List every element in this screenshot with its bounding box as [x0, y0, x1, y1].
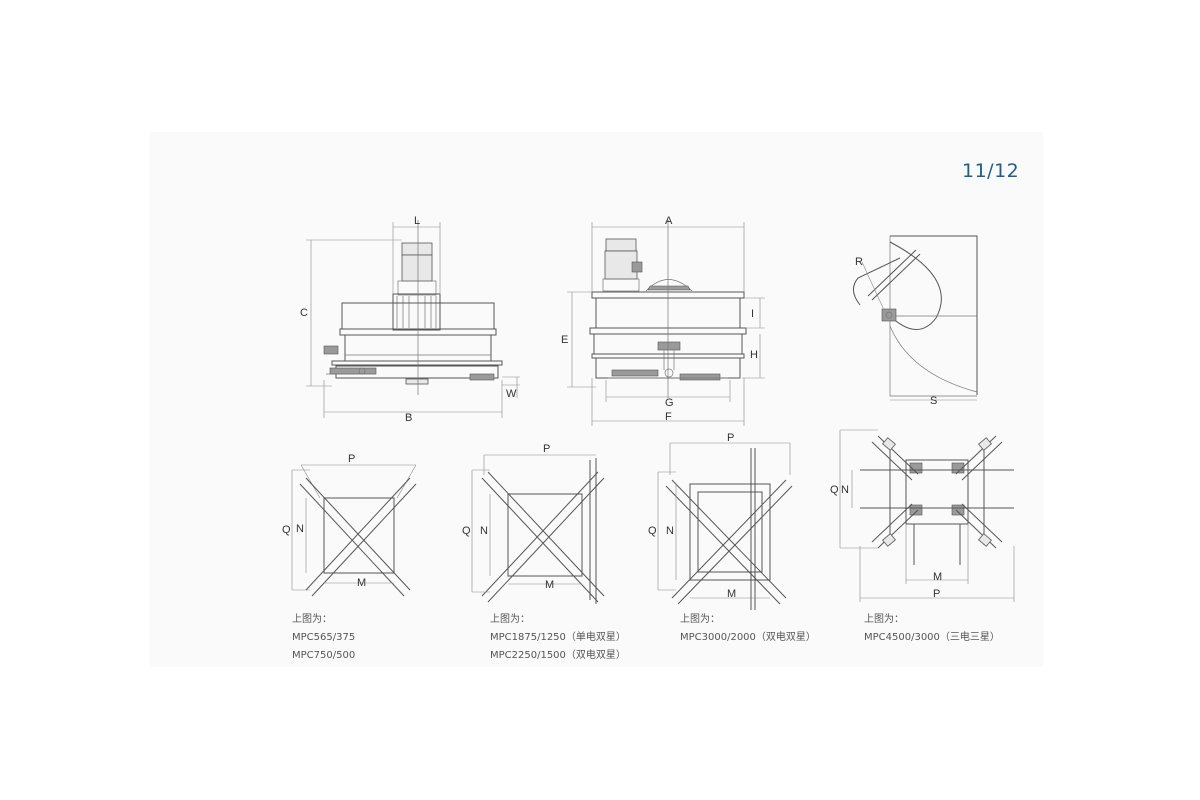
dim-label-N-2: N — [480, 525, 488, 537]
dim-label-Q-2: Q — [462, 525, 471, 537]
caption-model: MPC2250/1500（双电双星） — [490, 650, 626, 661]
side-view-left: L C B W — [300, 215, 520, 424]
caption-2: 上图为： MPC1875/1250（单电双星） MPC2250/1500（双电双… — [490, 611, 626, 665]
dim-label-S: S — [930, 395, 937, 407]
dim-label-P-4: P — [933, 588, 940, 600]
plan-view-4: Q N M P — [830, 429, 1015, 602]
caption-model: MPC1875/1250（单电双星） — [490, 632, 626, 643]
dim-label-A: A — [665, 215, 673, 227]
caption-model: MPC750/500 — [292, 650, 356, 661]
door-swing-view: R S — [853, 235, 978, 407]
dim-label-N-1: N — [296, 523, 304, 535]
dim-label-M-4: M — [933, 571, 942, 583]
caption-model: MPC4500/3000（三电三星） — [864, 632, 1000, 643]
dim-label-Q-1: Q — [282, 524, 291, 536]
dim-label-B: B — [405, 412, 412, 424]
dim-label-P-1: P — [348, 453, 355, 465]
dim-label-M-3: M — [727, 588, 736, 600]
caption-3: 上图为： MPC3000/2000（双电双星） — [680, 611, 816, 647]
plan-view-1: P Q N M — [282, 453, 417, 597]
dim-label-P-3: P — [727, 432, 734, 444]
dim-label-Q-3: Q — [648, 525, 657, 537]
dim-label-W: W — [506, 388, 517, 400]
dim-label-G: G — [665, 397, 674, 409]
caption-4: 上图为： MPC4500/3000（三电三星） — [864, 611, 1000, 647]
dim-label-N-4: N — [841, 484, 849, 496]
dim-label-H: H — [750, 349, 758, 361]
dim-label-E: E — [561, 334, 568, 346]
caption-heading: 上图为： — [292, 614, 332, 625]
dim-label-L: L — [414, 215, 420, 227]
caption-model: MPC3000/2000（双电双星） — [680, 632, 816, 643]
dim-label-M-2: M — [545, 579, 554, 591]
caption-heading: 上图为： — [490, 614, 530, 625]
dim-label-N-3: N — [666, 525, 674, 537]
caption-heading: 上图为： — [680, 614, 720, 625]
dim-label-P-2: P — [543, 443, 550, 455]
dim-label-R: R — [855, 256, 863, 268]
dim-label-M-1: M — [357, 577, 366, 589]
page-number: 11/12 — [962, 160, 1020, 182]
dim-label-F: F — [665, 411, 672, 423]
caption-heading: 上图为： — [864, 614, 904, 625]
plan-view-2: P Q N M — [462, 443, 605, 604]
front-view-center: A E I H G F — [561, 215, 765, 426]
dim-label-C: C — [300, 307, 308, 319]
dim-label-Q-4: Q — [830, 484, 839, 496]
plan-view-3: P Q N M — [648, 432, 793, 610]
dim-label-I: I — [751, 308, 754, 320]
caption-model: MPC565/375 — [292, 632, 356, 643]
caption-1: 上图为： MPC565/375 MPC750/500 — [292, 611, 355, 665]
